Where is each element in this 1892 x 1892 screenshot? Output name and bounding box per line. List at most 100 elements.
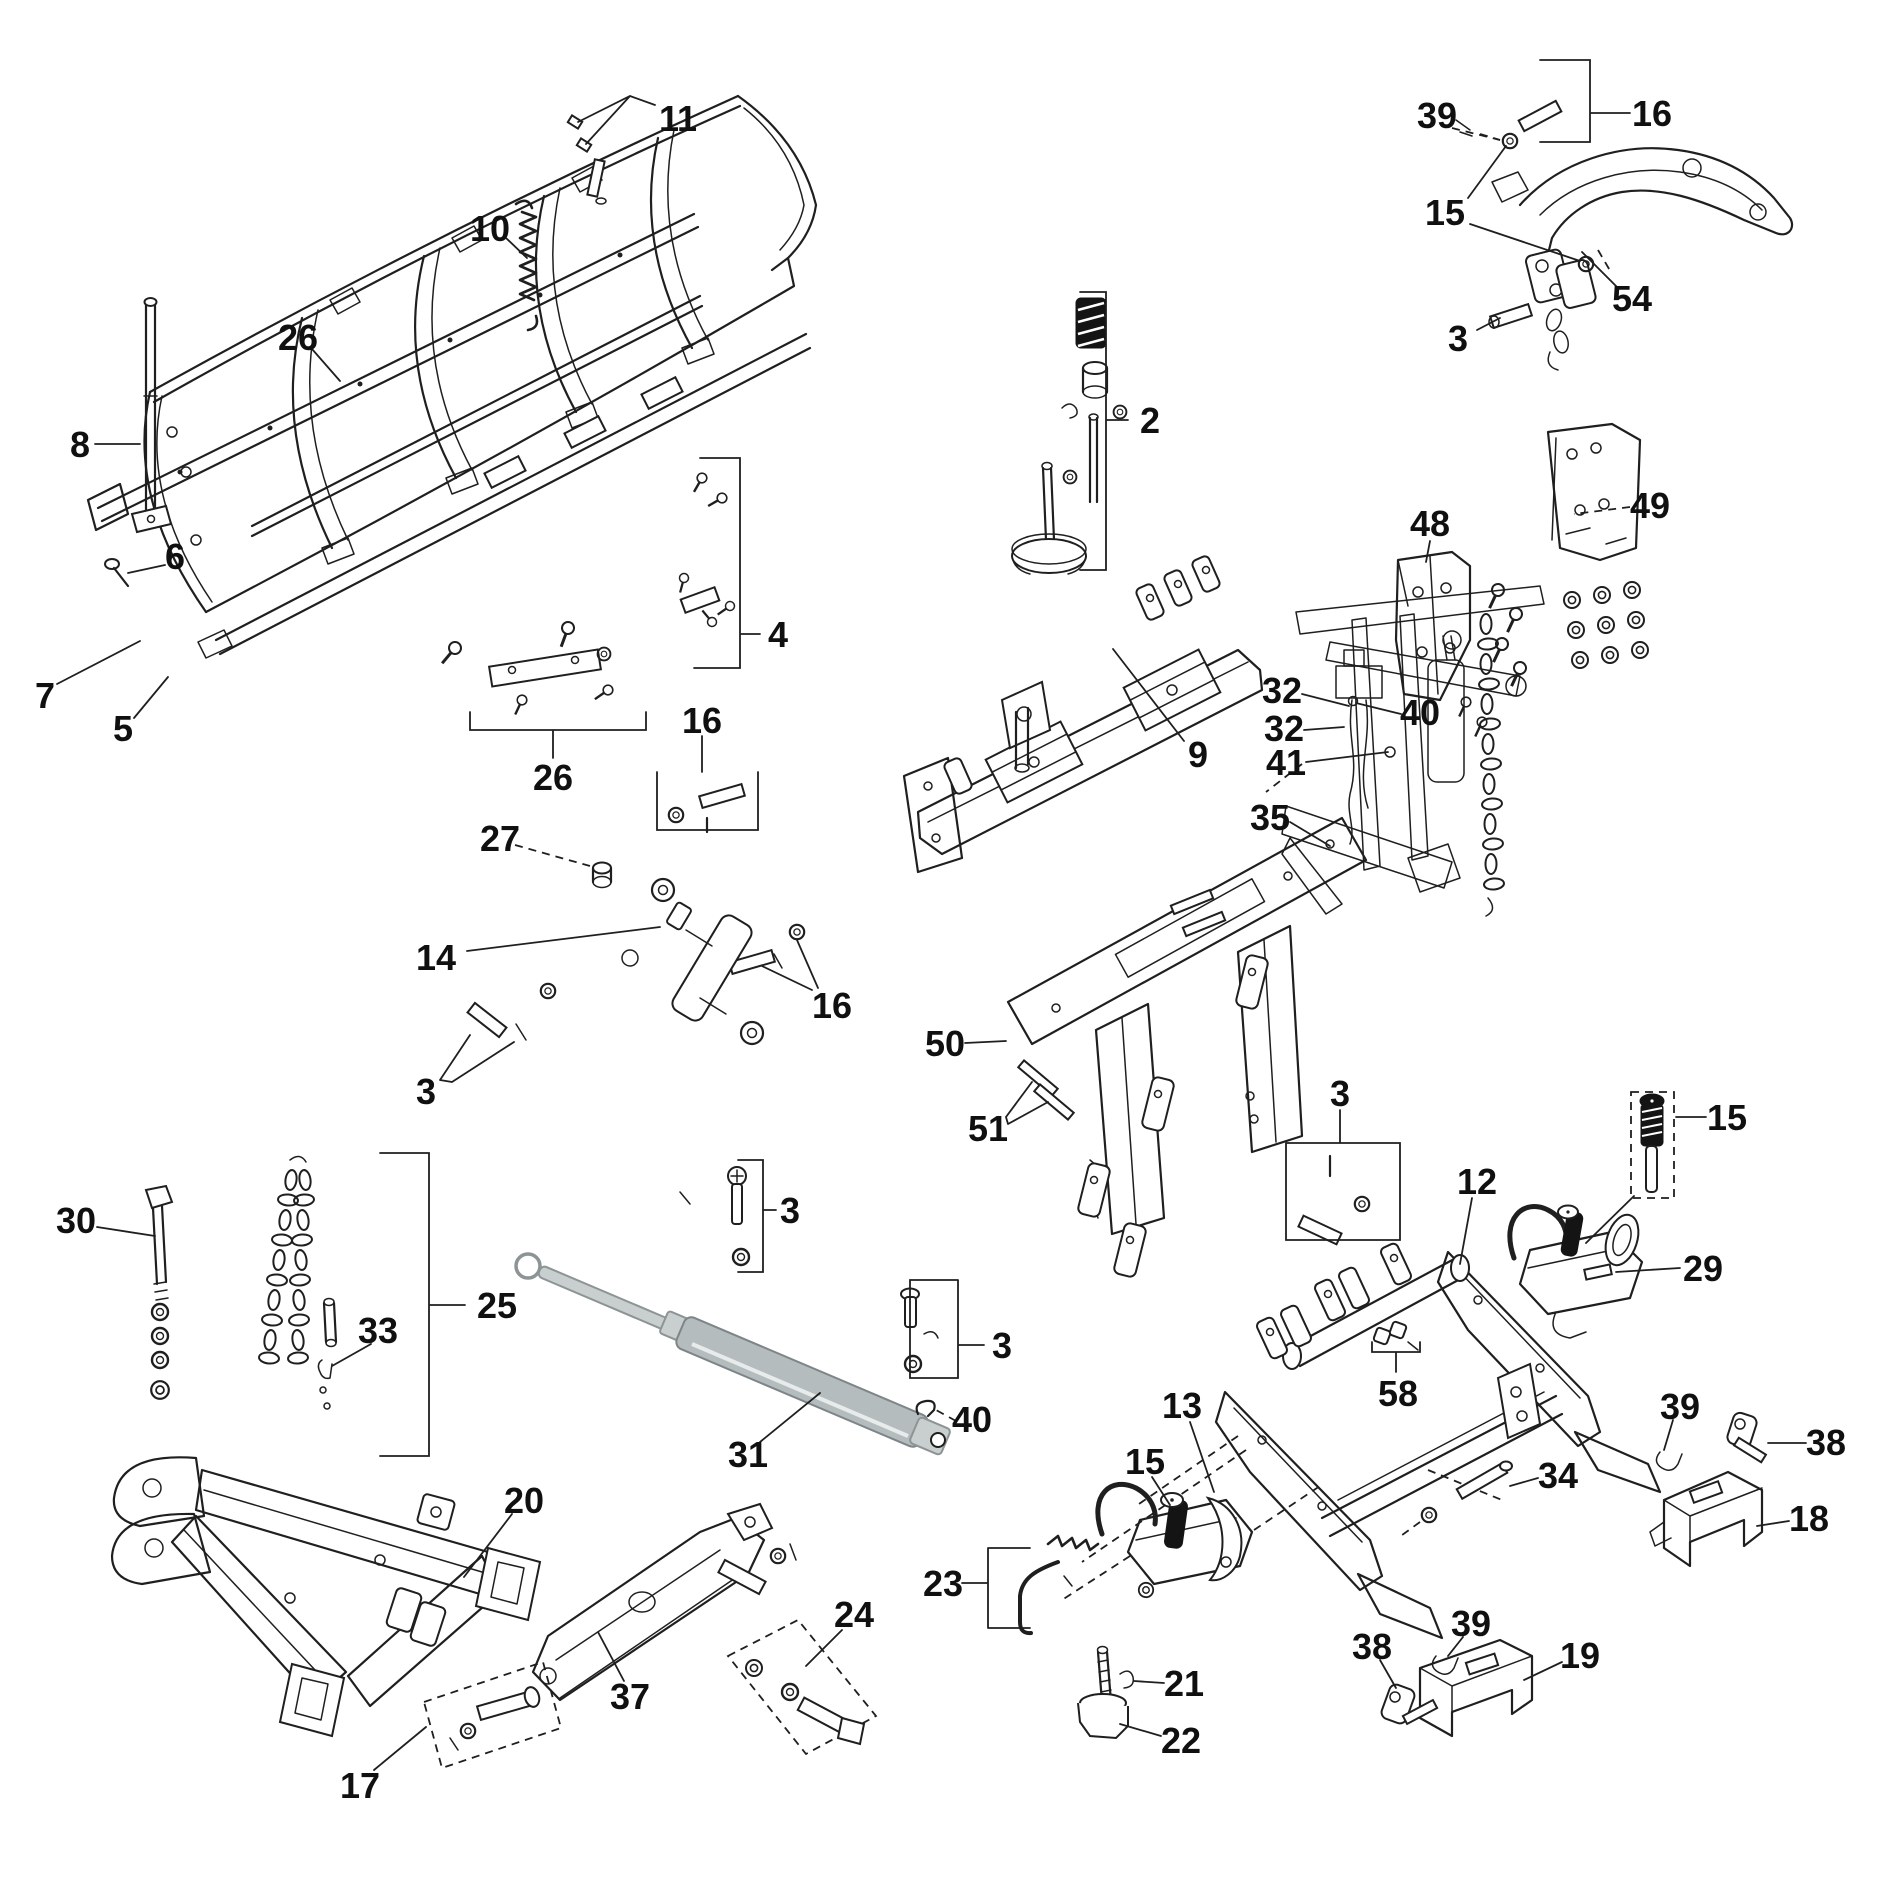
- part-label-29: 29: [1683, 1248, 1723, 1289]
- pin-kit-3-box-right-contents: [1297, 1154, 1371, 1246]
- blade-strap-hardware-drawing: [436, 618, 616, 718]
- mount-plate-49-drawing: [1546, 422, 1642, 562]
- part-label-54: 54: [1612, 278, 1652, 319]
- bolt-kit-24-drawing: [726, 1618, 878, 1756]
- headgear-frame-drawing: [1006, 816, 1368, 1278]
- part-label-40: 40: [952, 1399, 992, 1440]
- part-label-48: 48: [1410, 503, 1450, 544]
- chain-kit-25-drawing: [257, 1155, 338, 1410]
- part-label-16: 16: [1632, 93, 1672, 134]
- bolt-kit-30-drawing: [144, 1184, 174, 1400]
- part-label-31: 31: [728, 1434, 768, 1475]
- bolt-kit-34-drawing: [1397, 1460, 1513, 1539]
- latch-pin-38-bottom: [1380, 1683, 1439, 1726]
- part-label-17: 17: [340, 1765, 380, 1806]
- part-label-40: 40: [1400, 692, 1440, 733]
- part-label-3: 3: [780, 1190, 800, 1231]
- eyebolt-hardware-drawing: [566, 114, 607, 205]
- part-label-3: 3: [1330, 1073, 1350, 1114]
- part-label-39: 39: [1417, 95, 1457, 136]
- part-label-22: 22: [1161, 1720, 1201, 1761]
- pin-kit-17-drawing: [422, 1660, 563, 1770]
- cross-tube-assembly-drawing: [902, 555, 1264, 874]
- cotter-clip-40-center: [915, 1399, 936, 1418]
- spacer-pads: [483, 375, 684, 490]
- carriage-bolt-drawing: [104, 558, 130, 588]
- shock-absorber-drawing: [621, 877, 765, 1046]
- part-label-3: 3: [992, 1325, 1012, 1366]
- hairpin-39-bottom: [1431, 1655, 1459, 1675]
- pivot-pin-kit-mid: [667, 782, 747, 834]
- part-label-13: 13: [1162, 1385, 1202, 1426]
- part-label-2: 2: [1140, 400, 1160, 441]
- part-label-11: 11: [659, 98, 697, 139]
- vehicle-mount-reference-drawing: [1265, 585, 1545, 917]
- part-label-4: 4: [768, 614, 788, 655]
- part-label-6: 6: [165, 536, 185, 577]
- a-frame-drawing: [110, 1456, 542, 1738]
- part-label-16: 16: [682, 700, 722, 741]
- plow-shoe-kit-drawing: [1011, 297, 1128, 575]
- lift-chain: [1476, 613, 1506, 892]
- deflector-hardware-drawing: [674, 470, 738, 630]
- part-label-26: 26: [278, 317, 318, 358]
- part-label-51: 51: [968, 1108, 1008, 1149]
- part-label-16: 16: [812, 985, 852, 1026]
- part-label-37: 37: [610, 1676, 650, 1717]
- part-label-35: 35: [1250, 797, 1290, 838]
- part-label-39: 39: [1660, 1386, 1700, 1427]
- part-label-14: 14: [416, 937, 456, 978]
- part-label-15: 15: [1707, 1097, 1747, 1138]
- part-number-labels: 1110268675264216391554349489162714163505…: [35, 93, 1846, 1806]
- part-label-32: 32: [1264, 708, 1304, 749]
- part-label-15: 15: [1425, 192, 1465, 233]
- receiver-bracket-19-drawing: [1418, 1638, 1534, 1738]
- pin-kit-16-top-contents: [1517, 99, 1563, 133]
- part-label-58: 58: [1378, 1373, 1418, 1414]
- leader-lines: [56, 59, 1807, 1771]
- part-label-21: 21: [1164, 1663, 1204, 1704]
- latch-assembly-29-drawing: [1507, 1204, 1644, 1339]
- blade-ribs: [291, 129, 715, 565]
- part-label-9: 9: [1188, 734, 1208, 775]
- part-label-38: 38: [1352, 1626, 1392, 1667]
- hairpin-39-right: [1655, 1451, 1683, 1471]
- jack-latch-assembly-drawing: [1061, 1481, 1321, 1601]
- mount-bracket-48-drawing: [1394, 550, 1472, 702]
- part-label-30: 30: [56, 1200, 96, 1241]
- part-label-19: 19: [1560, 1635, 1600, 1676]
- part-label-39: 39: [1451, 1603, 1491, 1644]
- part-label-7: 7: [35, 675, 55, 716]
- part-label-12: 12: [1457, 1161, 1497, 1202]
- part-label-10: 10: [470, 208, 510, 249]
- lock-pin-15-kit: [1630, 1091, 1675, 1199]
- receiver-bracket-18-drawing: [1649, 1470, 1764, 1568]
- part-label-15: 15: [1125, 1441, 1165, 1482]
- push-frame-drawing: [1081, 1242, 1662, 1640]
- hydraulic-cylinder-drawing: [514, 1252, 951, 1456]
- pin-kit-3-left: [466, 982, 557, 1041]
- bushing-27-drawing: [591, 861, 613, 889]
- part-label-23: 23: [923, 1563, 963, 1604]
- pin-kit-3-box-left-contents: [679, 1166, 751, 1267]
- part-label-32: 32: [1262, 670, 1302, 711]
- trip-spring-drawing: [514, 199, 539, 332]
- part-label-20: 20: [504, 1480, 544, 1521]
- latch-pin-38-right: [1726, 1411, 1768, 1464]
- part-label-25: 25: [477, 1285, 517, 1326]
- lift-arm-37-drawing: [531, 1502, 797, 1702]
- pin-kit-3-topright: [1488, 302, 1534, 330]
- part-label-3: 3: [416, 1071, 436, 1112]
- part-label-38: 38: [1806, 1422, 1846, 1463]
- part-label-34: 34: [1538, 1455, 1578, 1496]
- mount-fastener-cluster: [1453, 580, 1649, 740]
- cutting-edge-bolt-holes: [177, 252, 623, 475]
- part-label-24: 24: [834, 1594, 874, 1635]
- part-label-50: 50: [925, 1023, 965, 1064]
- part-label-33: 33: [358, 1310, 398, 1351]
- part-label-5: 5: [113, 708, 133, 749]
- tube-lugs: [943, 555, 1221, 795]
- spring-pin-kit-23-contents: [1018, 1534, 1100, 1636]
